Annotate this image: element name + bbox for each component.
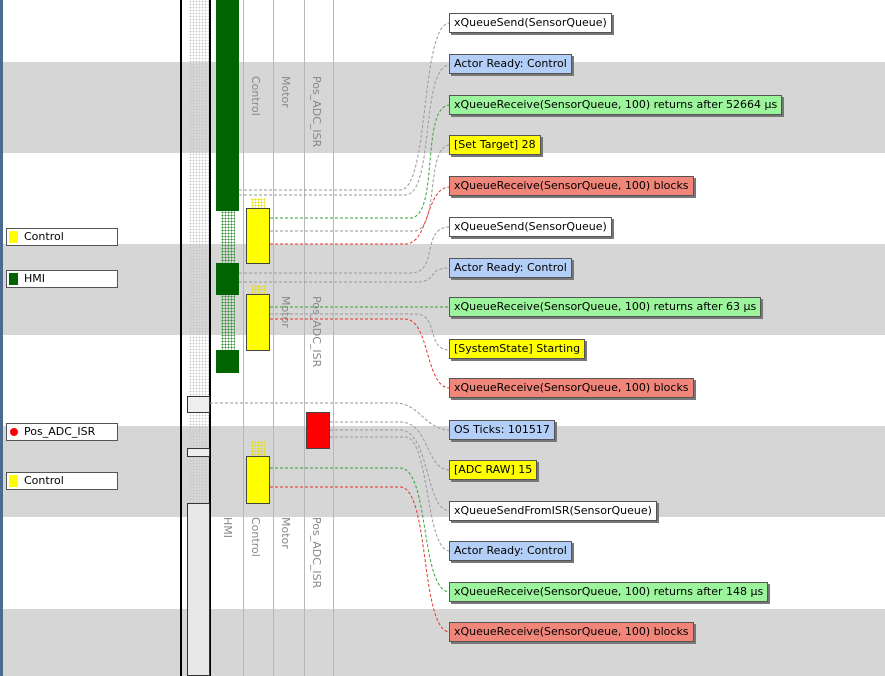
event-label-queue-send-from-isr[interactable]: xQueueSendFromISR(SensorQueue): [449, 501, 657, 521]
isr-dot-icon: [10, 428, 18, 436]
control-execution-block[interactable]: [246, 294, 270, 351]
hmi-execution-block[interactable]: [216, 350, 239, 373]
isr-execution-block[interactable]: [306, 412, 330, 449]
hmi-execution-block[interactable]: [216, 263, 239, 295]
lane-label-pos-adc-isr: Pos_ADC_ISR: [310, 296, 323, 368]
actor-color-swatch: [9, 475, 18, 487]
row-band: [0, 244, 885, 335]
actor-label-pos-adc-isr[interactable]: Pos_ADC_ISR: [6, 423, 118, 441]
lane-line-right: [333, 0, 334, 676]
actor-color-swatch: [9, 231, 18, 243]
event-label-queue-send[interactable]: xQueueSend(SensorQueue): [449, 13, 612, 33]
timeline-left-border: [180, 0, 182, 676]
control-ready-hatch: [251, 285, 265, 294]
lane-label-hmi: HMI: [221, 517, 234, 539]
event-label-queue-receive-returns[interactable]: xQueueReceive(SensorQueue, 100) returns …: [449, 95, 783, 115]
control-ready-hatch: [251, 441, 265, 456]
event-label-queue-receive-blocks[interactable]: xQueueReceive(SensorQueue, 100) blocks: [449, 176, 694, 196]
event-label-actor-ready[interactable]: Actor Ready: Control: [449, 54, 572, 74]
event-label-user-event[interactable]: [SystemState] Starting: [449, 339, 586, 359]
event-label-queue-receive-returns[interactable]: xQueueReceive(SensorQueue, 100) returns …: [449, 582, 769, 602]
lane-line-control: [243, 0, 244, 676]
actor-label-text: HMI: [24, 272, 46, 285]
lane-label-motor: Motor: [279, 517, 292, 549]
lane-label-control: Control: [249, 517, 262, 557]
row-band: [0, 426, 885, 517]
lane-label-pos-adc-isr: Pos_ADC_ISR: [310, 76, 323, 148]
actor-label-text: Pos_ADC_ISR: [24, 425, 96, 438]
hmi-ready-hatch: [221, 295, 235, 350]
lane-label-pos-adc-isr: Pos_ADC_ISR: [310, 517, 323, 589]
event-label-user-event[interactable]: [ADC RAW] 15: [449, 460, 538, 480]
actor-label-text: Control: [24, 474, 64, 487]
lane-line-pos-adc-isr: [304, 0, 305, 676]
window-edge: [0, 0, 3, 676]
control-ready-hatch: [251, 198, 265, 208]
event-label-actor-ready[interactable]: Actor Ready: Control: [449, 258, 572, 278]
hmi-execution-block[interactable]: [216, 0, 239, 211]
event-label-queue-receive-blocks[interactable]: xQueueReceive(SensorQueue, 100) blocks: [449, 378, 694, 398]
event-label-queue-receive-returns[interactable]: xQueueReceive(SensorQueue, 100) returns …: [449, 297, 762, 317]
lane-label-motor: Motor: [279, 296, 292, 328]
actor-label-hmi[interactable]: HMI: [6, 270, 118, 288]
lane-label-motor: Motor: [279, 76, 292, 108]
event-label-actor-ready[interactable]: Actor Ready: Control: [449, 541, 572, 561]
actor-color-swatch: [9, 273, 18, 285]
idle-block[interactable]: [187, 396, 210, 413]
lane-label-control: Control: [249, 76, 262, 116]
row-band: [0, 609, 885, 676]
actor-label-control[interactable]: Control: [6, 228, 118, 246]
event-label-queue-receive-blocks[interactable]: xQueueReceive(SensorQueue, 100) blocks: [449, 622, 694, 642]
hmi-ready-hatch: [221, 211, 235, 263]
timeline-divider: [209, 0, 211, 676]
idle-block[interactable]: [187, 448, 210, 457]
control-execution-block[interactable]: [246, 456, 270, 504]
event-label-queue-send[interactable]: xQueueSend(SensorQueue): [449, 217, 612, 237]
control-execution-block[interactable]: [246, 208, 270, 264]
lane-line-motor: [273, 0, 274, 676]
actor-label-text: Control: [24, 230, 64, 243]
event-label-user-event[interactable]: [Set Target] 28: [449, 135, 541, 155]
event-label-os-ticks[interactable]: OS Ticks: 101517: [449, 420, 555, 440]
actor-label-control[interactable]: Control: [6, 472, 118, 490]
